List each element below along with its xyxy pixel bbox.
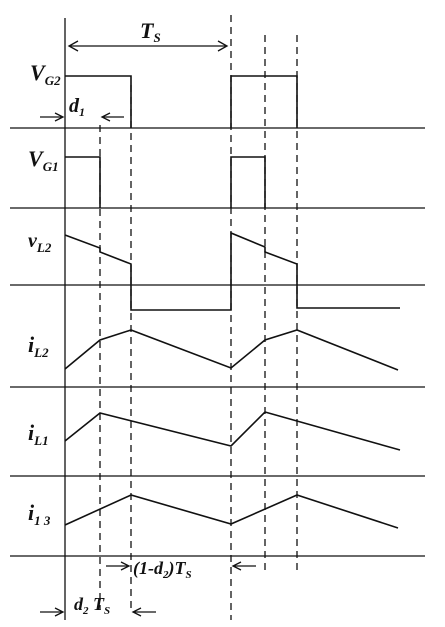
il2-label: iL2	[28, 332, 49, 360]
vl2-label: vL2	[28, 230, 52, 255]
ts-dimension: TS	[67, 18, 229, 52]
ts-label: TS	[140, 18, 161, 45]
il1-label: iL1	[28, 420, 49, 448]
vg2-label: VG2	[30, 60, 61, 88]
d1-dimension: d1	[40, 95, 124, 122]
vg1-label: VG1	[28, 146, 59, 174]
d2-ts-dimension: d2 TS	[40, 594, 156, 617]
vl2-waveform	[64, 231, 400, 311]
d1-label: d1	[69, 95, 85, 119]
vg1-waveform	[65, 156, 266, 208]
i13-waveform	[64, 494, 399, 529]
vg2-waveform	[65, 75, 298, 128]
il1-waveform	[64, 411, 401, 451]
one-minus-d2-dimension: (1-d2)TS	[106, 558, 256, 581]
d2-ts-label: d2 TS	[74, 594, 110, 617]
one-minus-d2-label: (1-d2)TS	[133, 558, 192, 581]
il2-waveform	[64, 329, 399, 371]
i13-label: i1 3	[28, 500, 51, 528]
